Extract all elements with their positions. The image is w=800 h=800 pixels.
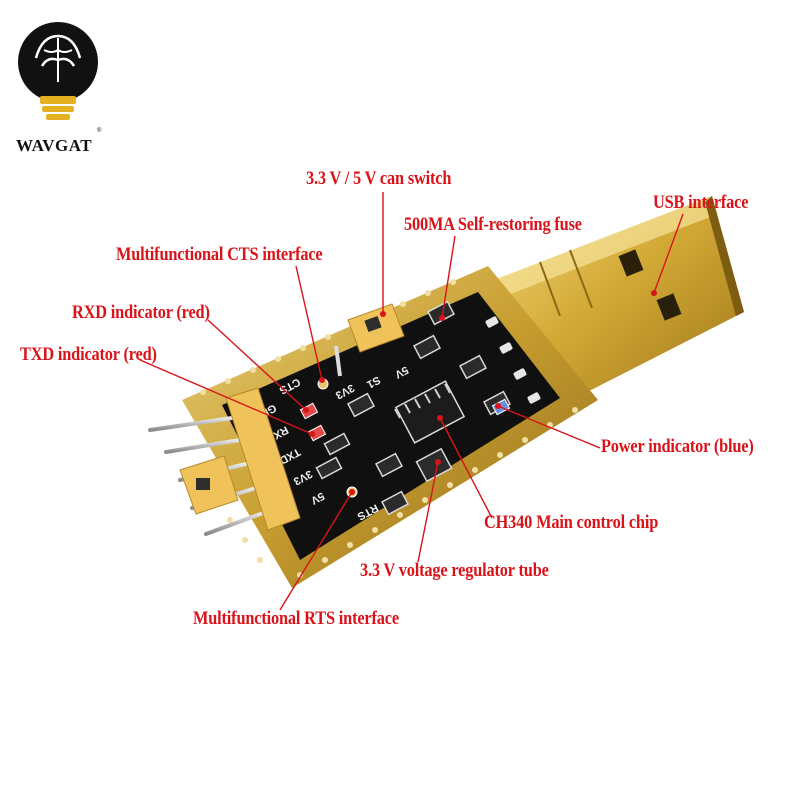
silk-s1: S1 [365, 373, 383, 390]
brand-name: WAVGAT [16, 136, 93, 155]
registered-icon: ® [97, 128, 102, 134]
label-switch: 3.3 V / 5 V can switch [306, 168, 452, 189]
label-chip: CH340 Main control chip [484, 512, 659, 533]
voltage-jumper [334, 303, 405, 377]
pin-header [148, 387, 301, 536]
label-txd: TXD indicator (red) [20, 344, 157, 365]
label-rts: Multifunctional RTS interface [193, 608, 399, 629]
label-fuse: 500MA Self-restoring fuse [404, 214, 582, 235]
leader-lines [139, 192, 684, 611]
label-power: Power indicator (blue) [601, 436, 754, 457]
brand-logo [18, 22, 98, 120]
label-rxd: RXD indicator (red) [72, 302, 210, 323]
rxd-led [299, 402, 319, 420]
silk-5v-top: 5V [392, 363, 410, 380]
label-cts: Multifunctional CTS interface [116, 244, 323, 265]
silk-pin-5v: 5V [308, 489, 326, 506]
label-usb: USB interface [653, 192, 749, 213]
label-regulator: 3.3 V voltage regulator tube [360, 560, 549, 581]
